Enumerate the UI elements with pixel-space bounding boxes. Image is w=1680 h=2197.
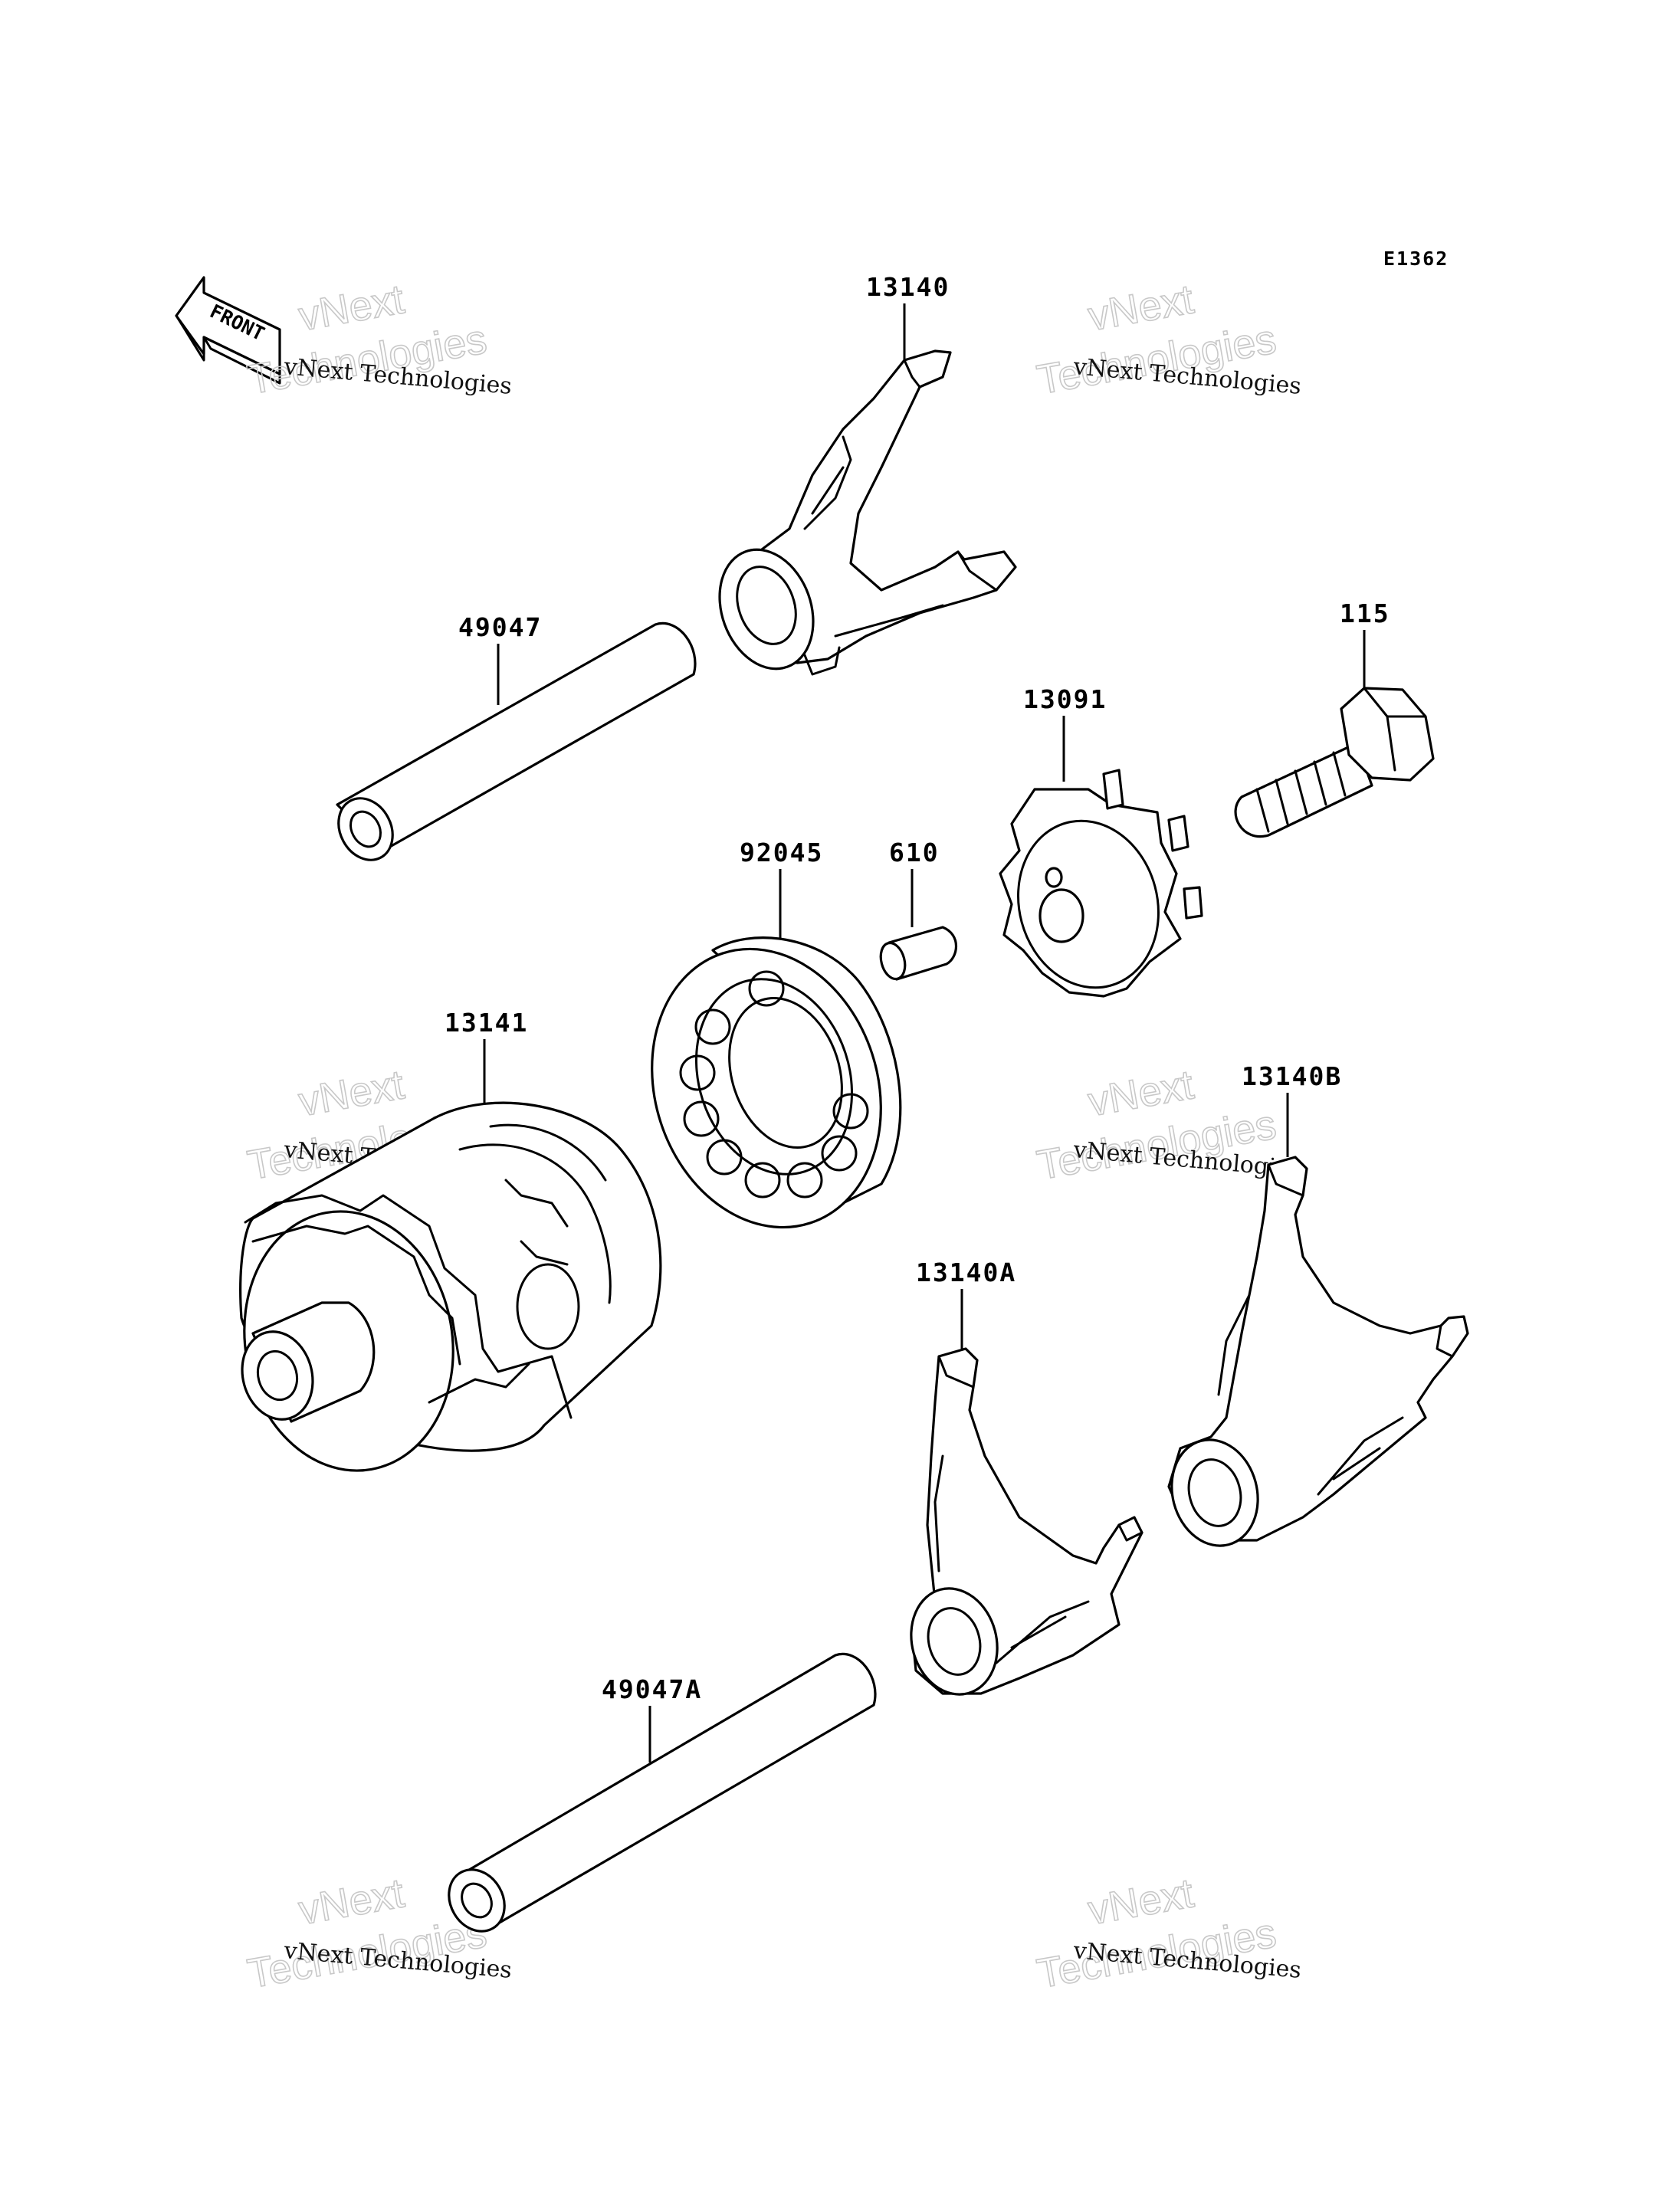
svg-text:vNext: vNext [1084,1061,1196,1125]
part-13141[interactable]: 13141 [225,1008,662,1487]
part-13091[interactable]: 13091 [999,684,1203,1004]
svg-text:vNext: vNext [1084,1870,1196,1933]
part-115[interactable]: 115 [1234,598,1435,838]
diagram-id: E1362 [1383,248,1449,270]
part-label-115: 115 [1340,598,1390,628]
svg-text:vNext: vNext [295,1061,407,1125]
part-label-92045: 92045 [740,838,823,867]
part-label-13140a: 13140A [916,1258,1016,1287]
part-label-610: 610 [889,838,940,867]
part-13140b[interactable]: 13140B [1160,1061,1469,1556]
part-label-49047: 49047 [458,612,542,642]
svg-text:vNext: vNext [295,276,407,339]
part-label-13140b: 13140B [1242,1061,1342,1091]
part-label-13141: 13141 [445,1008,528,1038]
part-610[interactable]: 610 [877,838,957,982]
part-49047[interactable]: 49047 [328,612,697,870]
part-13140a[interactable]: 13140A [900,1258,1144,1704]
part-label-49047a: 49047A [602,1674,702,1704]
part-13140[interactable]: 13140 [704,272,1017,682]
part-92045[interactable]: 92045 [617,838,916,1258]
svg-text:vNext: vNext [1084,276,1196,339]
part-49047a[interactable]: 49047A [438,1652,877,1941]
svg-text:vNext: vNext [295,1870,407,1933]
part-label-13091: 13091 [1023,684,1107,714]
bearing-balls [679,970,869,1199]
part-label-13140: 13140 [866,272,950,302]
